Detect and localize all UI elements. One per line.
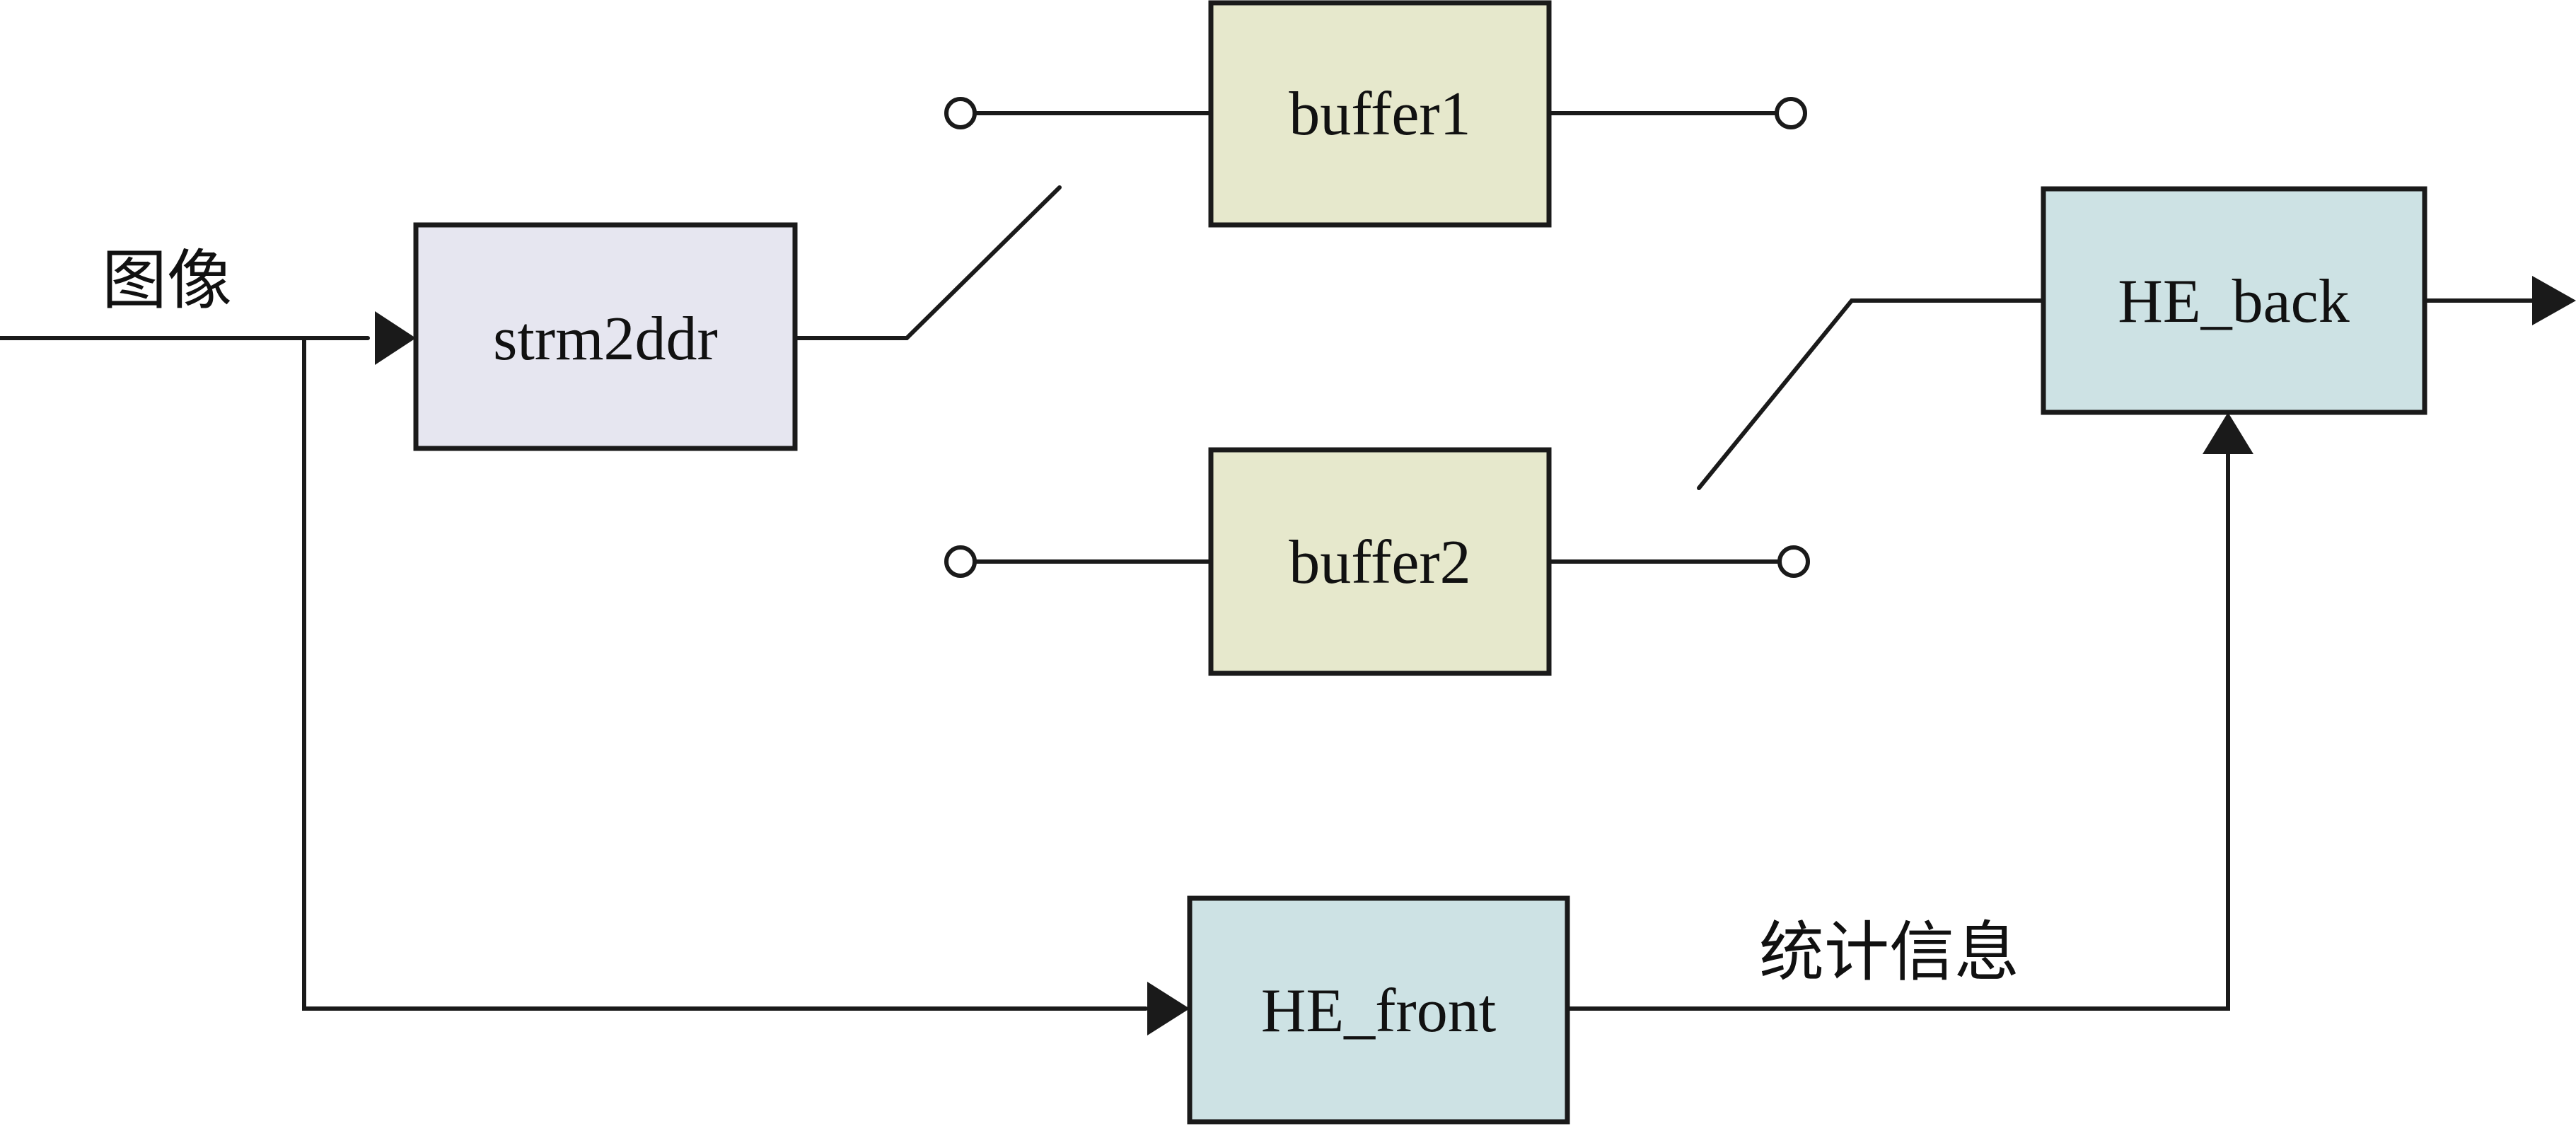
buffer1-label: buffer1 bbox=[1289, 80, 1470, 149]
stats-label: 统计信息 bbox=[1759, 915, 2019, 990]
buffer2-out-terminal bbox=[1777, 545, 1810, 578]
stats-line bbox=[1565, 451, 2230, 1011]
he-back-block bbox=[2041, 186, 2427, 415]
he-front-arrowhead bbox=[1147, 982, 1190, 1035]
buffer1-in-terminal bbox=[944, 97, 977, 129]
he-front-label: HE_front bbox=[1261, 977, 1496, 1045]
buffer2-block bbox=[1208, 447, 1552, 676]
buffer2-in-terminal bbox=[944, 545, 977, 578]
strm2ddr-label: strm2ddr bbox=[493, 305, 718, 373]
buffer1-block bbox=[1208, 0, 1552, 228]
buffer1-out-terminal bbox=[1775, 97, 1807, 129]
input-label: 图像 bbox=[102, 243, 232, 318]
he-back-arrowhead bbox=[2203, 412, 2253, 454]
strm2ddr-block bbox=[413, 222, 798, 451]
buffer2-label: buffer2 bbox=[1289, 528, 1470, 597]
switch1-line bbox=[793, 185, 1062, 340]
output-arrowhead bbox=[2532, 276, 2576, 325]
he-back-label: HE_back bbox=[2118, 267, 2349, 336]
input-arrowhead bbox=[375, 311, 416, 365]
branch-line bbox=[302, 336, 1148, 1011]
switch2-line bbox=[1697, 298, 2046, 490]
he-front-block bbox=[1187, 895, 1570, 1125]
